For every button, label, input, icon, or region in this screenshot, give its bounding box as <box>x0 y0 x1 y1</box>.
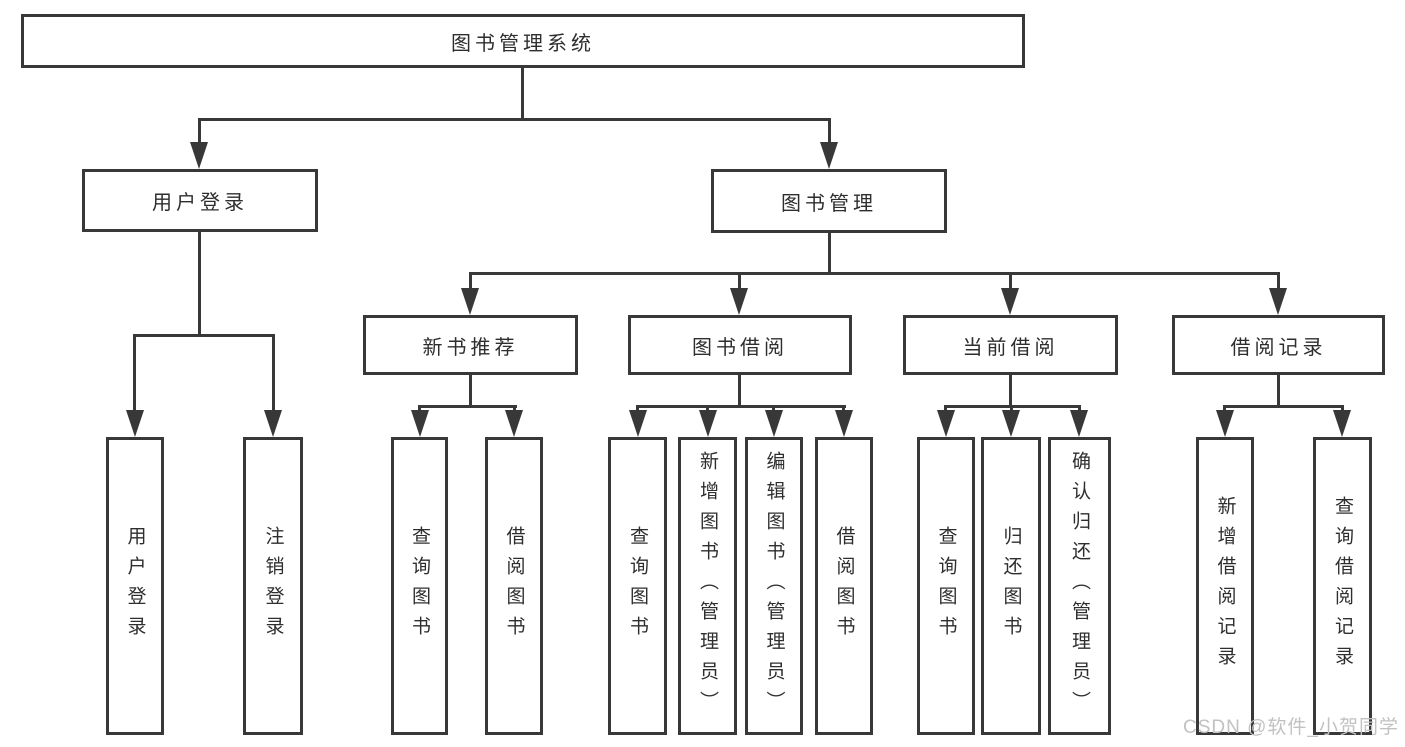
leaf-query-books-recommend: 查询图书 <box>391 437 448 735</box>
leaf-query-borrow-record: 查询借阅记录 <box>1313 437 1372 735</box>
node-current-borrowing: 当前借阅 <box>903 315 1118 375</box>
node-book-management: 图书管理 <box>711 169 947 233</box>
connector-drop <box>513 405 516 412</box>
leaf-add-borrow-record: 新增借阅记录 <box>1196 437 1254 735</box>
leaf-user-login: 用户登录 <box>106 437 164 735</box>
node-user-login: 用户登录 <box>82 169 318 232</box>
connector-drop <box>636 405 639 412</box>
leaf-return-books: 归还图书 <box>981 437 1041 735</box>
leaf-label: 注销登录 <box>262 526 284 646</box>
arrow-down-icon <box>629 410 647 437</box>
leaf-label: 确认归还（管理员） <box>1069 451 1090 721</box>
leaf-label: 新增图书（管理员） <box>697 451 718 721</box>
connector-drop <box>706 405 709 412</box>
connector-borrowing-records-branch <box>1223 405 1344 408</box>
leaf-borrow-books-recommend: 借阅图书 <box>485 437 543 735</box>
leaf-label: 借阅图书 <box>503 526 525 646</box>
leaf-logout: 注销登录 <box>243 437 303 735</box>
node-label: 当前借阅 <box>962 336 1059 359</box>
leaf-label: 新增借阅记录 <box>1214 496 1236 676</box>
arrow-down-icon <box>264 410 282 437</box>
node-label: 图书管理 <box>781 192 877 215</box>
leaf-edit-book-admin: 编辑图书（管理员） <box>745 437 803 735</box>
leaf-label: 借阅图书 <box>833 526 855 646</box>
arrow-down-icon <box>730 288 748 315</box>
connector-drop <box>772 405 775 412</box>
arrow-down-icon <box>1070 410 1088 437</box>
leaf-add-book-admin: 新增图书（管理员） <box>678 437 737 735</box>
leaf-borrow-books-borrowing: 借阅图书 <box>815 437 873 735</box>
connector-book-management-stem <box>828 233 831 275</box>
connector-user-login-branch <box>133 334 275 337</box>
node-label: 图书借阅 <box>692 336 788 359</box>
leaf-label: 编辑图书（管理员） <box>763 451 785 721</box>
connector-new-book-branch <box>418 405 517 408</box>
connector-drop <box>944 405 947 412</box>
arrow-down-icon <box>1333 410 1351 437</box>
node-library-management-system: 图书管理系统 <box>21 14 1025 68</box>
leaf-confirm-return-admin: 确认归还（管理员） <box>1048 437 1111 735</box>
leaf-label: 查询图书 <box>627 526 648 646</box>
connector-drop-user-login <box>198 118 201 146</box>
leaf-query-books-current: 查询图书 <box>917 437 975 735</box>
leaf-label: 用户登录 <box>124 526 146 646</box>
arrow-down-icon <box>1002 410 1020 437</box>
csdn-watermark: CSDN @软件_小贺同学 <box>1183 717 1399 738</box>
arrow-down-icon <box>1216 410 1234 437</box>
arrow-down-icon <box>411 410 429 437</box>
connector-drop <box>1078 405 1081 412</box>
connector-drop <box>418 405 421 412</box>
connector-current-borrowing-stem <box>1009 375 1012 408</box>
connector-book-borrowing-stem <box>738 375 741 408</box>
connector-drop-borrowing-records <box>1277 272 1280 290</box>
connector-drop <box>1223 405 1226 412</box>
leaf-label: 查询图书 <box>935 526 957 646</box>
arrow-down-icon <box>190 142 208 169</box>
leaf-query-books-borrowing: 查询图书 <box>608 437 667 735</box>
arrow-down-icon <box>820 142 838 169</box>
connector-drop-book-management <box>828 118 831 146</box>
arrow-down-icon <box>1001 288 1019 315</box>
node-book-borrowing: 图书借阅 <box>628 315 852 375</box>
arrow-down-icon <box>835 410 853 437</box>
node-new-book-recommend: 新书推荐 <box>363 315 578 375</box>
connector-drop-leaf-login <box>133 334 136 412</box>
connector-drop <box>1341 405 1344 412</box>
arrow-down-icon <box>699 410 717 437</box>
connector-drop <box>842 405 845 412</box>
connector-drop-current-borrowing <box>1009 272 1012 290</box>
node-label: 新书推荐 <box>422 336 519 359</box>
connector-borrowing-records-stem <box>1277 375 1280 408</box>
leaf-label: 归还图书 <box>1000 526 1022 646</box>
connector-root-stem <box>521 66 524 118</box>
connector-book-management-branch <box>469 272 1280 275</box>
node-borrowing-records: 借阅记录 <box>1172 315 1385 375</box>
connector-drop-leaf-logout <box>272 334 275 412</box>
node-label: 用户登录 <box>152 192 248 214</box>
arrow-down-icon <box>1269 288 1287 315</box>
leaf-label: 查询图书 <box>409 526 430 646</box>
arrow-down-icon <box>126 410 144 437</box>
connector-book-borrowing-branch <box>636 405 846 408</box>
connector-new-book-stem <box>469 375 472 408</box>
node-label: 借阅记录 <box>1230 336 1327 359</box>
arrow-down-icon <box>765 410 783 437</box>
connector-root-branch <box>198 118 831 121</box>
connector-drop-book-borrowing <box>738 272 741 290</box>
arrow-down-icon <box>505 410 523 437</box>
node-label: 图书管理系统 <box>451 32 595 55</box>
connector-drop-new-book <box>469 272 472 290</box>
connector-drop <box>1010 405 1013 412</box>
leaf-label: 查询借阅记录 <box>1332 496 1353 676</box>
arrow-down-icon <box>937 410 955 437</box>
connector-user-login-stem <box>198 232 201 337</box>
arrow-down-icon <box>461 288 479 315</box>
